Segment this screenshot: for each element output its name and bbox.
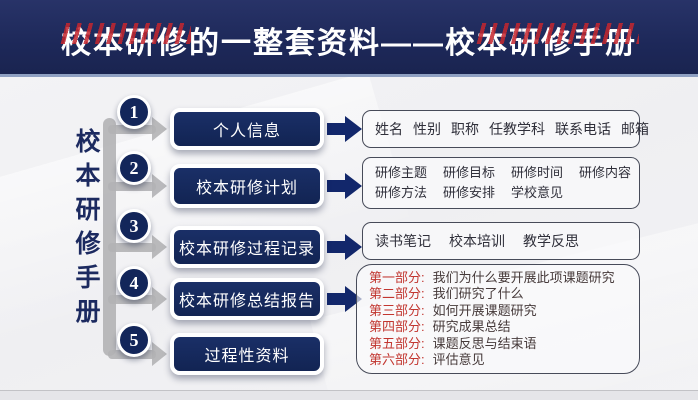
section-text: 我们研究了什么 [432, 286, 524, 301]
detail-item: 邮箱 [621, 121, 649, 137]
report-section: 第五部分: 课题反思与结束语 [369, 336, 627, 353]
detail-item: 职称 [451, 121, 479, 137]
step-label: 校本研修计划 [195, 180, 298, 197]
step-circle-5: 5 [117, 323, 151, 357]
section-label: 第六部分: [369, 352, 425, 367]
detail-item: 研修安排 [443, 185, 496, 200]
arrow-right-icon [327, 123, 346, 135]
detail-box-plan: 研修主题 研修目标 研修时间 研修内容 研修方法 研修安排 学校意见 [362, 157, 640, 209]
step-box-process-records: 校本研修过程记录 [170, 226, 324, 268]
step-box-process-materials: 过程性资料 [170, 333, 324, 375]
page-title: 校本研修的一整套资料——校本研修手册 [59, 12, 639, 62]
connector-branch [108, 182, 156, 191]
report-section: 第三部分: 如何开展课题研究 [369, 303, 627, 320]
arrow-right-icon [345, 173, 362, 199]
step-label: 校本研修过程记录 [178, 241, 315, 258]
section-label: 第五部分: [369, 335, 425, 351]
connector-arrowhead-icon [152, 235, 167, 259]
detail-item: 姓名 [375, 121, 403, 137]
arrow-right-icon [327, 180, 346, 192]
section-text: 如何开展课题研究 [432, 302, 537, 318]
section-label: 第三部分: [369, 302, 425, 318]
section-label: 第一部分: [369, 269, 425, 285]
step-box-summary-report: 校本研修总结报告 [170, 278, 324, 320]
step-label: 校本研修总结报告 [178, 293, 315, 310]
report-section: 第四部分: 研究成果总结 [369, 319, 627, 336]
detail-item: 学校意见 [511, 185, 564, 200]
detail-box-process-records: 读书笔记 校本培训 教学反思 [362, 222, 640, 260]
section-label: 第二部分: [369, 286, 425, 301]
connector-spine [103, 118, 116, 356]
step-number: 5 [129, 329, 139, 350]
step-number: 3 [129, 215, 139, 236]
step-box-plan: 校本研修计划 [170, 164, 324, 208]
section-text: 课题反思与结束语 [432, 335, 537, 351]
step-label: 个人信息 [212, 123, 281, 140]
title-middle: 的一整套资料——校 [189, 27, 477, 60]
report-section: 第六部分: 评估意见 [369, 352, 627, 369]
step-number: 1 [129, 101, 139, 122]
detail-item: 研修时间 [511, 165, 564, 180]
connector-branch [108, 243, 156, 252]
step-circle-2: 2 [117, 151, 151, 185]
step-number: 2 [129, 157, 139, 178]
step-number: 4 [129, 272, 139, 293]
footer-strip [0, 390, 698, 400]
arrow-right-icon [327, 241, 346, 253]
connector-arrowhead-icon [152, 174, 167, 198]
detail-item: 校本培训 [449, 233, 505, 249]
report-section: 第二部分: 我们研究了什么 [369, 286, 627, 303]
arrow-right-icon [345, 234, 362, 260]
step-box-personal-info: 个人信息 [170, 108, 324, 150]
arrow-right-icon [327, 293, 346, 305]
title-marked-left: 校本研修 [59, 18, 191, 62]
detail-item: 研修方法 [375, 185, 428, 200]
detail-item: 联系电话 [555, 121, 611, 137]
report-section: 第一部分: 我们为什么要开展此项课题研究 [369, 270, 627, 287]
section-text: 评估意见 [432, 352, 485, 367]
connector-arrowhead-icon [152, 117, 167, 141]
step-circle-1: 1 [117, 95, 151, 129]
detail-box-summary-report: 第一部分: 我们为什么要开展此项课题研究 第二部分: 我们研究了什么 第三部分:… [356, 264, 640, 374]
connector-branch [108, 125, 156, 134]
step-circle-4: 4 [117, 266, 151, 300]
section-text: 研究成果总结 [432, 319, 511, 334]
section-text: 我们为什么要开展此项课题研究 [432, 269, 615, 285]
step-circle-3: 3 [117, 209, 151, 243]
detail-item: 读书笔记 [375, 233, 431, 249]
sidebar-vertical-title: 校本研修手册 [72, 128, 100, 332]
step-label: 过程性资料 [204, 348, 290, 365]
detail-item: 教学反思 [523, 233, 579, 249]
header-banner: 校本研修的一整套资料——校本研修手册 [0, 0, 698, 77]
detail-item: 任教学科 [489, 121, 545, 137]
title-marked-right: 本研修手册 [475, 18, 639, 62]
detail-item: 研修内容 [579, 165, 632, 180]
detail-box-personal-info: 姓名 性别 职称 任教学科 联系电话 邮箱 [362, 110, 649, 148]
connector-arrowhead-icon [152, 342, 167, 366]
section-label: 第四部分: [369, 319, 425, 334]
arrow-right-icon [345, 116, 362, 142]
connector-arrowhead-icon [152, 287, 167, 311]
detail-item: 研修主题 [375, 165, 428, 180]
detail-item: 研修目标 [443, 165, 496, 180]
detail-item: 性别 [413, 121, 441, 137]
